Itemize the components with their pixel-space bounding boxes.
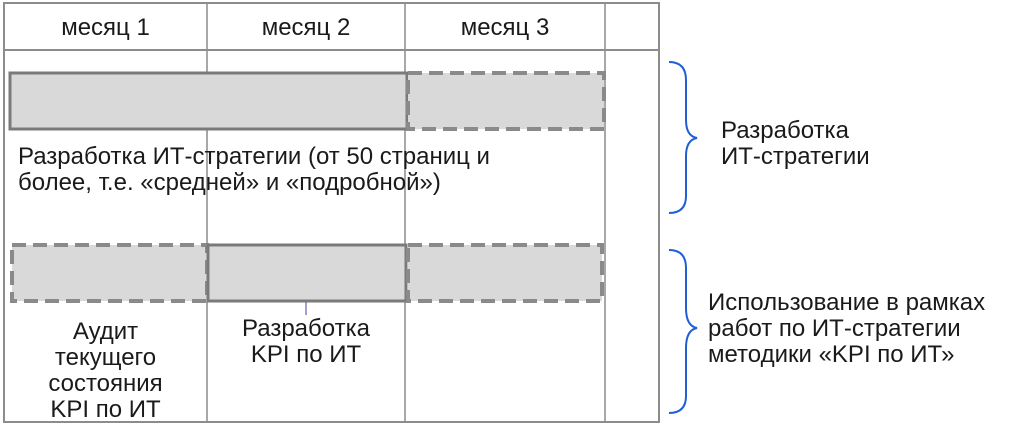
header-month-3: месяц 3 [460, 14, 550, 41]
kpi-caption-line-1: Разработка [242, 315, 370, 342]
kpi-caption-line-2: KPI по ИТ [250, 341, 362, 368]
bracket-kpi-usage [668, 249, 698, 414]
kpi-usage-bracket-label-line-2: работ по ИТ-стратегии [708, 315, 961, 342]
bar-kpi-solid [206, 243, 408, 303]
bar-kpi-dashed [406, 243, 604, 303]
strategy-bracket-label-line-1: Разработка [721, 117, 849, 144]
kpi-usage-bracket-label-line-1: Использование в рамках [708, 289, 986, 316]
bar-strategy-solid [8, 71, 409, 131]
table-frame [3, 2, 660, 423]
audit-caption-line-1: Аудит [72, 318, 139, 345]
bracket-strategy [668, 61, 698, 214]
strategy-bracket-label-line-2: ИТ-стратегии [721, 143, 870, 170]
strategy-caption-line-1: Разработка ИТ-стратегии (от 50 страниц и [18, 143, 490, 170]
kpi-usage-bracket-label-line-3: методики «KPI по ИТ» [708, 341, 955, 368]
strategy-caption-line-2: более, т.е. «средней» и «подробной») [18, 169, 441, 196]
audit-caption-line-2: текущего [54, 344, 157, 371]
header-month-2: месяц 2 [261, 14, 351, 41]
audit-caption-line-3: состояния [48, 370, 163, 397]
bar-strategy-dashed [406, 71, 606, 131]
header-month-1: месяц 1 [61, 14, 150, 41]
bar-audit-dashed [10, 243, 209, 303]
audit-caption-line-4: KPI по ИТ [50, 396, 161, 423]
